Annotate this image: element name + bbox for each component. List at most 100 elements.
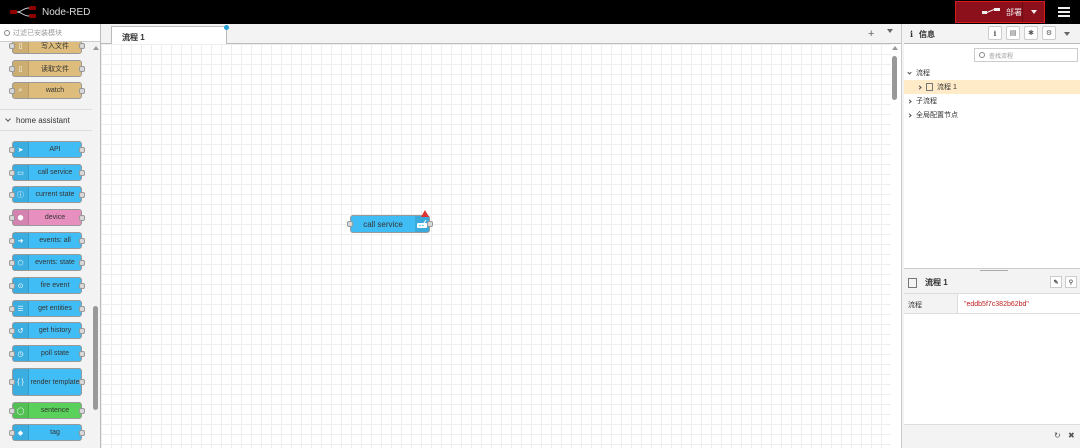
flow-node-label: call service [363, 219, 403, 229]
output-port [79, 379, 85, 385]
deploy-menu-button[interactable] [1022, 2, 1044, 22]
palette-node[interactable]: ☰get entities [9, 300, 85, 317]
search-icon [4, 29, 10, 36]
output-port [79, 351, 85, 357]
scroll-up-icon[interactable] [892, 46, 898, 50]
hamburger-icon [1058, 7, 1070, 9]
palette-node[interactable]: ↺ get history [9, 322, 85, 339]
hamburger-icon-line [1058, 15, 1070, 17]
palette-node[interactable]: ➤ API [9, 141, 85, 158]
palette-node-label: get history [38, 327, 72, 334]
sidebar-splitter[interactable] [901, 24, 904, 448]
edit-button[interactable]: ✎ [1050, 276, 1062, 288]
output-port [79, 147, 85, 153]
palette-node-label: call service [37, 169, 73, 176]
palette-node-label: device [44, 214, 66, 221]
info-tab-button[interactable]: i [988, 26, 1002, 40]
palette-search-input[interactable]: 过滤已安装模块 [0, 24, 100, 42]
palette-node[interactable]: { }render template [9, 368, 85, 396]
chevron-right-icon [917, 84, 922, 90]
flow-node-call-service[interactable]: call service [347, 215, 433, 233]
flow-search-input[interactable]: 查找流程 [974, 48, 1078, 62]
drag-handle-icon [980, 270, 1008, 271]
debug-tab-button[interactable]: ✱ [1024, 26, 1038, 40]
output-port[interactable] [427, 221, 433, 227]
tree-item-flow-1[interactable]: 流程 1 [904, 80, 1080, 94]
palette-node-label: current state [35, 191, 75, 198]
palette-node-label: events: state [35, 259, 75, 266]
deploy-label: 部署 [1006, 7, 1022, 17]
info-icon: i [993, 28, 997, 38]
close-icon[interactable]: ✖ [1068, 431, 1075, 440]
workspace-scrollbar[interactable] [892, 56, 897, 100]
input-port [9, 430, 15, 436]
tree-config-group[interactable]: 全局配置节点 [904, 108, 1080, 122]
flow-canvas[interactable] [101, 44, 891, 448]
palette-node[interactable]: ◷poll state [9, 345, 85, 362]
palette-node[interactable]: ⓘ current state [9, 186, 85, 203]
tree-flows-group[interactable]: 流程 [904, 66, 1080, 80]
config-tab-button[interactable]: ⚙ [1042, 26, 1056, 40]
pencil-icon: ✎ [1053, 279, 1059, 286]
sidebar-tab-menu-button[interactable] [1064, 32, 1070, 36]
flow-list-button[interactable] [887, 29, 893, 42]
book-icon: ▤ [1009, 30, 1017, 37]
palette-scrollbar[interactable] [93, 306, 98, 410]
palette-node[interactable]: ➜events: all [9, 232, 85, 249]
category-label: home assistant [16, 115, 70, 125]
tree-subflows-group[interactable]: 子流程 [904, 94, 1080, 108]
history-icon: ↺ [13, 323, 29, 338]
palette-node[interactable]: ◯sentence [9, 402, 85, 419]
palette-node-label: 写入文件 [41, 42, 69, 50]
properties-header: 流程 1 ✎ ⚲ [904, 272, 1080, 294]
chevron-down-icon [1064, 32, 1070, 36]
workspace-tabbar: 流程 1 + [101, 24, 902, 45]
output-port [79, 260, 85, 266]
list-icon: ☰ [13, 301, 29, 316]
tab-flow-1[interactable]: 流程 1 [111, 25, 229, 45]
add-flow-button[interactable]: + [868, 28, 875, 40]
app-logo: Node-RED [10, 4, 90, 20]
deploy-button[interactable]: 部署 [955, 1, 1045, 23]
tree-label: 流程 1 [937, 84, 957, 91]
palette-node[interactable]: ⬡events: state [9, 254, 85, 271]
main-menu-button[interactable] [1054, 4, 1074, 20]
output-port [79, 408, 85, 414]
info-icon: ⓘ [13, 187, 29, 202]
palette-node-label: watch [45, 87, 65, 94]
palette-node[interactable]: ⌕ watch [9, 82, 85, 99]
palette-node[interactable]: ⊙fire event [9, 277, 85, 294]
input-port [9, 328, 15, 334]
palette-node[interactable]: ⬢device [9, 209, 85, 226]
input-port [9, 306, 15, 312]
input-port [9, 170, 15, 176]
hamburger-icon-line [1058, 11, 1070, 13]
router-icon: ▭ [13, 165, 29, 180]
sidebar-divider[interactable] [904, 268, 1080, 272]
output-port [79, 238, 85, 244]
output-port [79, 43, 85, 49]
tree-label: 全局配置节点 [916, 112, 958, 119]
properties-row: 流程 "eddb5f7c382b62bd" [904, 294, 1080, 314]
input-port[interactable] [347, 221, 353, 227]
palette-node-label: API [49, 146, 61, 153]
chat-icon: ◯ [13, 403, 29, 418]
watch-icon: ⌕ [13, 83, 29, 98]
send-icon: ➤ [13, 142, 29, 157]
input-port [9, 238, 15, 244]
input-port [9, 88, 15, 94]
sidebar-footer: ↻ ✖ [904, 424, 1080, 448]
chevron-down-icon [887, 29, 893, 42]
output-port [79, 283, 85, 289]
category-header-home-assistant[interactable]: home assistant [0, 109, 92, 131]
palette-node[interactable]: ▯读取文件 [9, 60, 85, 77]
warning-triangle-icon [421, 210, 429, 217]
palette-node[interactable]: ◆tag [9, 424, 85, 441]
search-button[interactable]: ⚲ [1065, 276, 1077, 288]
refresh-icon[interactable]: ↻ [1054, 431, 1061, 440]
scroll-up-icon[interactable] [93, 46, 99, 50]
palette-search-placeholder: 过滤已安装模块 [13, 29, 62, 37]
help-tab-button[interactable]: ▤ [1006, 26, 1020, 40]
palette-node[interactable]: ▭ call service [9, 164, 85, 181]
output-port [79, 306, 85, 312]
